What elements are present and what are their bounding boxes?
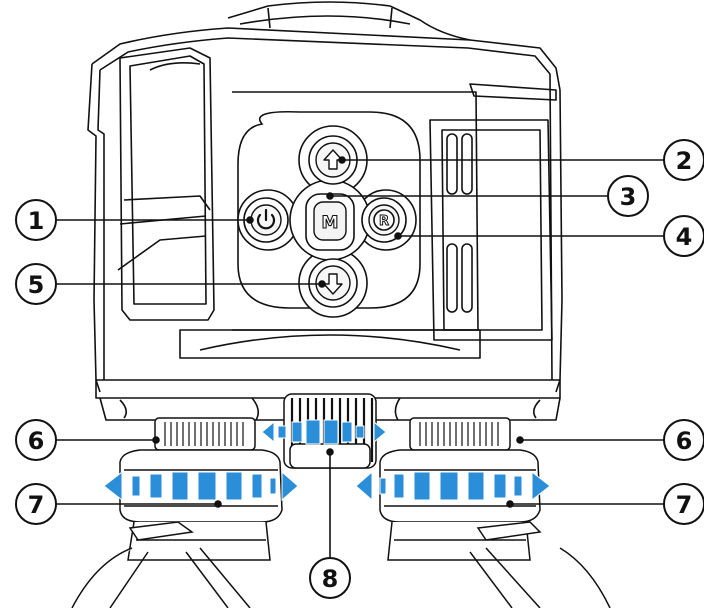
svg-text:6: 6 [676,427,693,455]
menu-icon: M [322,213,339,233]
svg-text:6: 6 [28,427,45,455]
callout-2: 2 [663,139,704,181]
power-icon [256,208,276,230]
rotation-arrow-left [103,470,299,502]
callout-8: 8 [309,557,351,599]
svg-text:2: 2 [676,147,693,175]
down-button[interactable] [308,258,358,308]
right-eyepiece [379,417,611,609]
record-button[interactable]: R [361,197,407,243]
callout-4: 4 [663,215,704,257]
svg-text:4: 4 [676,223,693,251]
menu-button[interactable]: M [305,193,355,251]
callout-7-right: 7 [663,483,704,525]
callout-5: 5 [15,263,57,305]
svg-text:7: 7 [28,491,45,519]
callout-6-left: 6 [15,419,57,461]
svg-text:8: 8 [322,565,339,593]
rotation-arrow-center [261,419,387,445]
record-icon: R [379,214,389,229]
callout-1: 1 [15,199,57,241]
callout-6-right: 6 [663,419,704,461]
svg-text:5: 5 [28,271,45,299]
callout-7-left: 7 [15,483,57,525]
svg-text:3: 3 [620,183,637,211]
svg-text:7: 7 [676,491,693,519]
leader-lines [56,156,664,558]
callout-3: 3 [607,175,649,217]
left-eyepiece [71,417,283,609]
up-button[interactable] [308,135,358,185]
svg-text:1: 1 [28,207,45,235]
rotation-arrow-right [355,470,551,502]
